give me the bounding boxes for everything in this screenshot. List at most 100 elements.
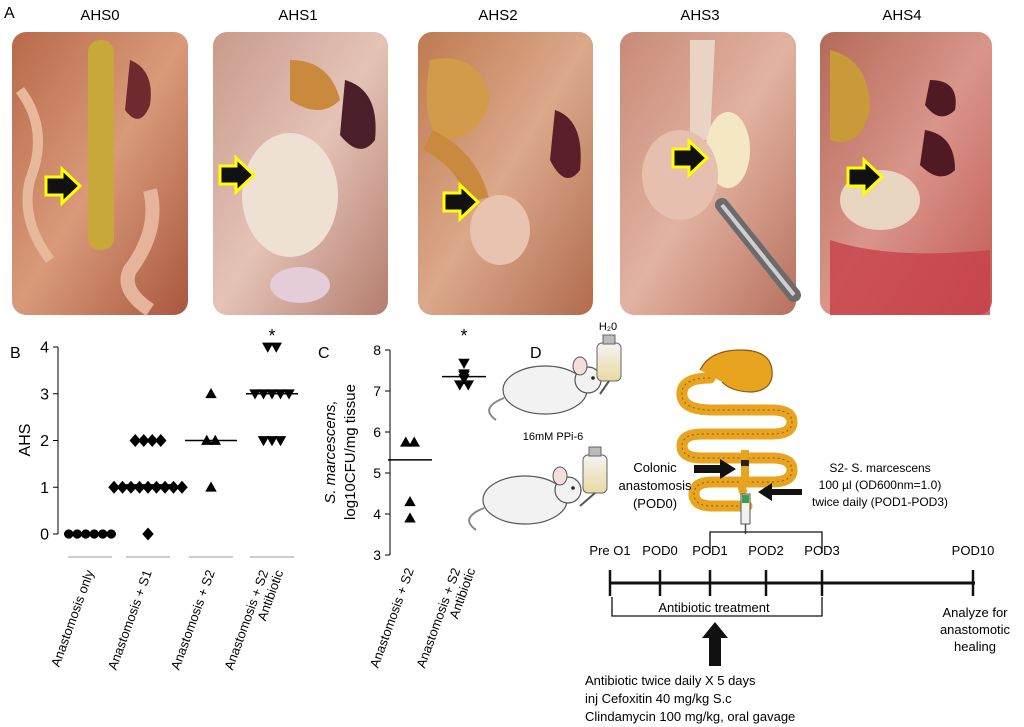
antibiotic-note-line1: Antibiotic twice daily X 5 days — [585, 673, 756, 688]
antibiotic-note-line3: Clindamycin 100 mg/kg, oral gavage — [585, 709, 795, 724]
data-point-anastomosis-s2 — [400, 436, 412, 447]
photo-ahs4: AHS4 — [820, 7, 992, 315]
treatment-bracket — [611, 597, 823, 617]
mouse-treated-illustration — [468, 446, 608, 531]
data-point-anastomosis-s1 — [138, 434, 150, 447]
y-tick-label: 2 — [40, 433, 49, 450]
data-point-anastomosis-s2-antibiotic — [270, 342, 282, 353]
photo-ahs1: AHS1 — [213, 7, 388, 315]
surgery-label-line3: (POD0) — [633, 496, 677, 511]
y-tick-label: 3 — [40, 386, 49, 403]
timeline-label-pod3: POD3 — [804, 543, 839, 558]
photo-title-ahs3: AHS3 — [680, 7, 719, 24]
panel-b-letter: B — [10, 345, 21, 362]
data-point-anastomosis-s2 — [404, 495, 416, 507]
data-point-anastomosis-s2-antibiotic — [458, 358, 470, 369]
panel-d-letter: D — [530, 345, 542, 362]
injection-period-bracket — [709, 531, 823, 553]
y-tick-label: 8 — [373, 342, 381, 358]
experiment-timeline-diagram: D H₂0 16mM PPi-6 — [468, 321, 1011, 724]
data-point-anastomosis-s1 — [129, 434, 141, 447]
pointer-arrow-icon — [671, 137, 710, 179]
data-point-anastomosis-s1 — [167, 480, 180, 494]
timeline-label-pod2: POD2 — [748, 543, 783, 558]
data-point-anastomosis-s1 — [142, 480, 154, 494]
surgery-arrow-icon — [694, 459, 736, 479]
data-point-anastomosis-s2-antibiotic — [454, 380, 466, 391]
data-point-anastomosis-s2-antibiotic — [462, 380, 474, 391]
y-tick-label: 4 — [40, 340, 49, 357]
mouse-water-illustration: H₂0 — [488, 321, 622, 421]
photo-title-ahs1: AHS1 — [278, 7, 317, 24]
pointer-arrow-icon — [218, 154, 257, 196]
outcome-label-line2: anastomotic — [940, 622, 1011, 637]
y-axis-title: S. marcescens, — [322, 400, 339, 503]
injection-label-line1: S2- S. marcescens — [829, 461, 930, 475]
data-point-anastomosis-s2 — [205, 388, 217, 399]
drug-label: 16mM PPi-6 — [523, 431, 584, 443]
surgery-label-line1: Colonic — [633, 460, 677, 475]
significance-star: * — [460, 326, 467, 346]
data-point-anastomosis-s2-antibiotic — [257, 436, 270, 447]
treatment-label: Antibiotic treatment — [658, 600, 770, 615]
category-label-anastomosis-s2: Anastomosis + S2 — [367, 566, 417, 670]
y-tick-label: 7 — [373, 383, 381, 399]
data-point-anastomosis-s2-antibiotic — [266, 436, 278, 447]
water-label: H₂0 — [599, 321, 617, 333]
data-point-anastomosis-s2-antibiotic — [274, 436, 287, 447]
data-point-anastomosis-s2 — [205, 481, 217, 492]
timeline-label-pod0: POD0 — [642, 543, 677, 558]
intestine-illustration — [676, 349, 798, 512]
data-point-anastomosis-s1 — [142, 527, 154, 541]
pointer-arrow-icon — [44, 165, 83, 207]
significance-star: * — [268, 326, 275, 346]
y-tick-label: 6 — [373, 424, 381, 440]
timeline-ticks: Pre O1 POD0 POD1 POD2 POD3 POD10 — [589, 543, 994, 596]
syringe-icon — [740, 493, 751, 534]
data-point-anastomosis-s1 — [133, 480, 146, 494]
injection-label-line3: twice daily (POD1-POD3) — [812, 495, 948, 509]
panel-a-letter: A — [4, 5, 15, 22]
data-point-anastomosis-s1 — [159, 480, 171, 494]
photo-ahs3: AHS3 — [620, 7, 801, 315]
y-tick-label: 4 — [373, 506, 381, 522]
y-axis-title: AHS — [17, 424, 34, 457]
photo-ahs2: AHS2 — [418, 7, 593, 315]
data-point-anastomosis-s1 — [125, 480, 137, 494]
y-tick-label: 1 — [40, 480, 49, 497]
timeline-label-pod10: POD10 — [952, 543, 995, 558]
timeline-label-pre-o1: Pre O1 — [589, 543, 630, 558]
injection-arrow-icon — [758, 483, 802, 501]
data-point-anastomosis-s1 — [150, 480, 163, 494]
data-point-anastomosis-s1 — [155, 434, 167, 447]
data-point-anastomosis-s1 — [116, 480, 129, 494]
pointer-arrow-icon — [846, 156, 885, 198]
injection-label-line2: 100 µl (OD600nm=1.0) — [819, 478, 942, 492]
antibiotic-arrow-icon — [702, 622, 728, 666]
photo-title-ahs4: AHS4 — [882, 7, 921, 24]
photo-title-ahs2: AHS2 — [478, 7, 517, 24]
outcome-label-line1: Analyze for — [942, 605, 1008, 620]
pointer-arrow-icon — [442, 181, 481, 223]
photo-title-ahs0: AHS0 — [80, 7, 119, 24]
surgery-label-line2: anastomosis — [619, 478, 692, 493]
panel-c-letter: C — [318, 345, 330, 362]
category-label-anastomosis-s1: Anastomosis + S1 — [105, 568, 155, 672]
data-point-anastomosis-s2 — [404, 512, 416, 523]
timeline-label-pod1: POD1 — [692, 543, 727, 558]
data-point-anastomosis-s1 — [108, 480, 120, 494]
antibiotic-note-line2: inj Cefoxitin 40 mg/kg S.c — [585, 691, 732, 706]
y-tick-label: 3 — [373, 547, 381, 563]
y-axis-title: log10CFU/mg tissue — [342, 384, 359, 520]
category-label-anastomosis-s2: Anastomosis + S2 — [168, 568, 218, 672]
outcome-label-line3: healing — [954, 639, 996, 654]
data-point-anastomosis-s1 — [176, 480, 188, 494]
data-point-anastomosis-s2-antibiotic — [262, 342, 274, 353]
y-tick-label: 0 — [40, 527, 49, 544]
photo-ahs0: AHS0 — [12, 7, 188, 316]
data-point-anastomosis-s2 — [408, 436, 420, 447]
data-point-anastomosis-s1 — [146, 434, 158, 447]
